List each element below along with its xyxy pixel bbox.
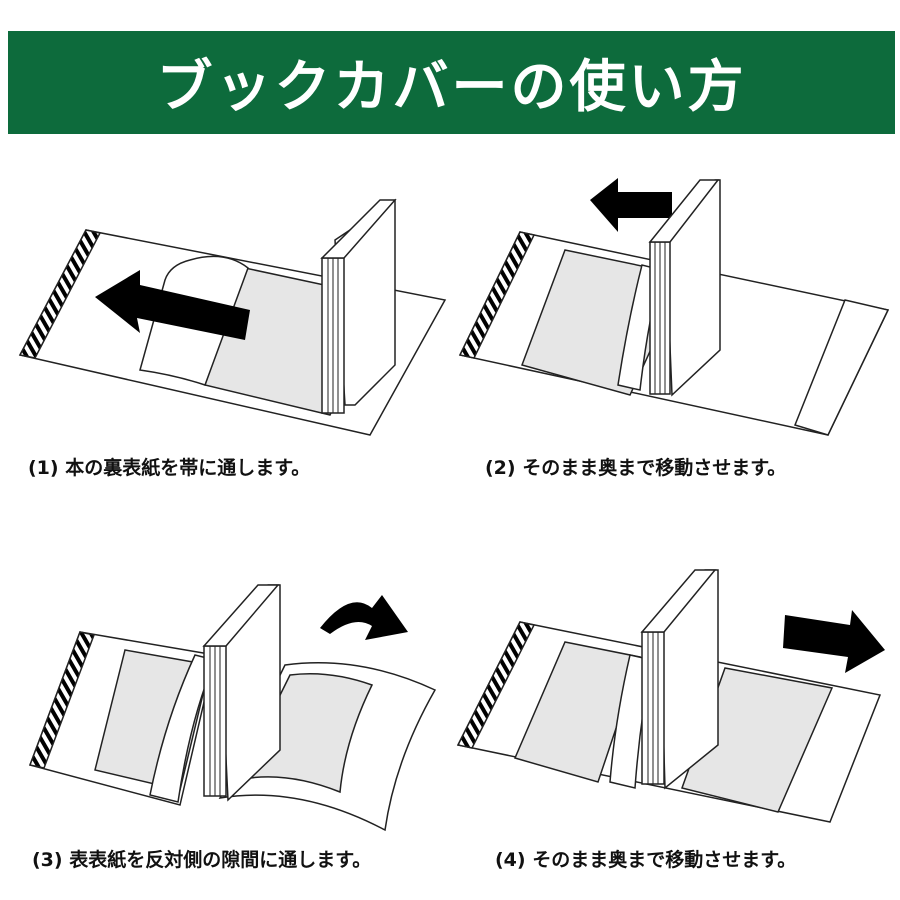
spine-stripe (456, 621, 536, 749)
step-3-caption: (3) 表表紙を反対側の隙間に通します。 (32, 849, 372, 871)
step-2-illustration (450, 170, 900, 470)
step-1-caption: (1) 本の裏表紙を帯に通します。 (28, 457, 311, 479)
step-3-illustration (0, 560, 450, 860)
title-banner: ブックカバーの使い方 (8, 31, 895, 134)
band (149, 654, 217, 803)
inner-sheet (513, 641, 641, 783)
book-top (202, 584, 280, 647)
book-top (640, 569, 717, 633)
inner-sheet-right (236, 673, 374, 794)
back-arrow (590, 178, 672, 232)
book-top (320, 199, 397, 259)
step-2-caption: (2) そのまま奥まで移動させます。 (485, 457, 787, 479)
step-1-illustration (0, 170, 450, 470)
book-top (648, 179, 720, 243)
step-4-caption: (4) そのまま奥まで移動させます。 (495, 849, 797, 871)
spine-stripe (28, 631, 96, 769)
left-arrow (95, 270, 250, 340)
inner-sheet-right (793, 299, 890, 436)
right-arrow (783, 610, 885, 673)
spine-stripe (18, 229, 102, 359)
step-4-illustration (450, 560, 900, 860)
curved-arrow (320, 595, 408, 640)
spine-stripe (458, 231, 536, 359)
page-title: ブックカバーの使い方 (156, 55, 747, 120)
